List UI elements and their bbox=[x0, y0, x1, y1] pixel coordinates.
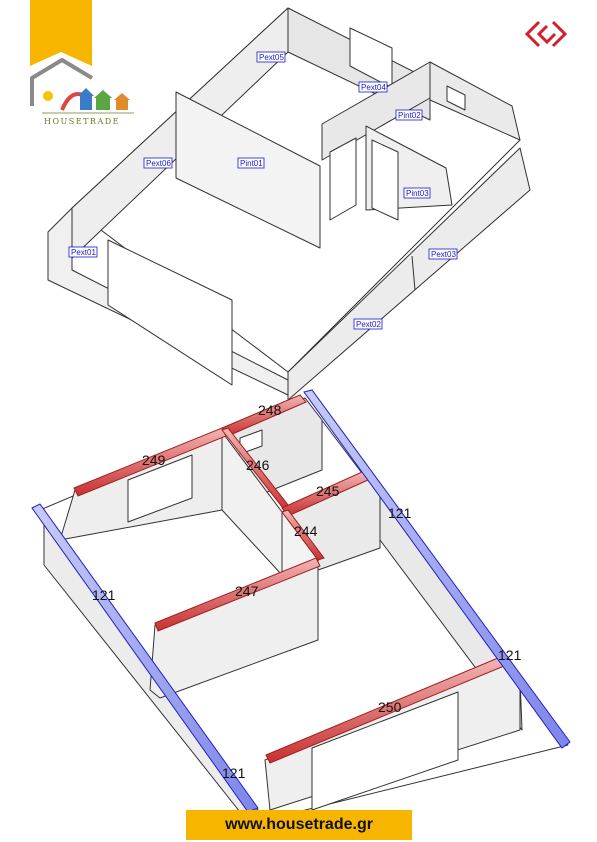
svg-text:Pint03: Pint03 bbox=[406, 189, 429, 198]
red-beams bbox=[73, 394, 505, 764]
label-pint03: Pint03 bbox=[403, 187, 431, 199]
wall-pext02 bbox=[287, 147, 531, 401]
label-pext02: Pext02 bbox=[353, 318, 383, 330]
svg-text:Pext02: Pext02 bbox=[356, 320, 381, 329]
wall-pint01 bbox=[175, 91, 321, 249]
dim-250: 250 bbox=[378, 699, 402, 715]
window-pext01 bbox=[107, 239, 233, 386]
wall-joint-pext03 bbox=[411, 255, 416, 291]
dimension-labels: 248 249 246 245 244 247 250 121 121 121 … bbox=[92, 402, 522, 781]
brand-mark-icon bbox=[525, 20, 567, 48]
dim-247: 247 bbox=[235, 583, 259, 599]
svg-text:Pext03: Pext03 bbox=[431, 250, 456, 259]
door-pint03 bbox=[371, 139, 399, 221]
svg-text:Pext01: Pext01 bbox=[71, 248, 96, 257]
dim-121-right-lower: 121 bbox=[498, 647, 522, 663]
dim-121-bottom: 121 bbox=[222, 765, 246, 781]
label-pint02: Pint02 bbox=[395, 109, 423, 121]
logo-text: HOUSETRADE bbox=[44, 117, 120, 126]
bottom-window-front bbox=[311, 691, 459, 811]
svg-text:Pext06: Pext06 bbox=[146, 159, 171, 168]
label-pext06: Pext06 bbox=[143, 157, 173, 169]
dim-121-left: 121 bbox=[92, 587, 116, 603]
label-pext05: Pext05 bbox=[256, 51, 286, 63]
svg-text:Pext04: Pext04 bbox=[361, 83, 386, 92]
beam-249 bbox=[73, 427, 227, 497]
window-small-right bbox=[446, 85, 466, 111]
beam-247 bbox=[154, 557, 321, 632]
dim-244: 244 bbox=[294, 523, 318, 539]
svg-text:Pint01: Pint01 bbox=[240, 159, 263, 168]
label-pext03: Pext03 bbox=[428, 248, 458, 260]
label-pext01: Pext01 bbox=[68, 246, 98, 258]
top-plan-labels: Pext05 Pext04 Pint02 Pext06 Pint01 Pint0… bbox=[68, 51, 458, 330]
logo-tab bbox=[30, 0, 92, 66]
beam-244 bbox=[281, 509, 325, 561]
dim-249: 249 bbox=[142, 452, 166, 468]
beam-121-right bbox=[303, 389, 571, 749]
blue-beams bbox=[31, 389, 571, 813]
dim-121-right-upper: 121 bbox=[388, 505, 412, 521]
beam-121-left bbox=[31, 503, 259, 813]
wall-pint02 bbox=[321, 61, 431, 161]
bottom-plan bbox=[39, 397, 569, 821]
house-logo-icon bbox=[30, 58, 134, 114]
dim-246: 246 bbox=[246, 457, 270, 473]
svg-text:Pext05: Pext05 bbox=[259, 53, 284, 62]
top-plan bbox=[47, 7, 531, 401]
website-banner[interactable]: www.housetrade.gr bbox=[186, 810, 412, 840]
label-pext04: Pext04 bbox=[358, 81, 388, 93]
svg-text:Pint02: Pint02 bbox=[398, 111, 421, 120]
door-pint02 bbox=[329, 137, 357, 221]
dim-245: 245 bbox=[316, 483, 340, 499]
label-pint01: Pint01 bbox=[237, 157, 265, 169]
dim-248: 248 bbox=[258, 402, 282, 418]
bottom-window-back bbox=[127, 454, 193, 523]
